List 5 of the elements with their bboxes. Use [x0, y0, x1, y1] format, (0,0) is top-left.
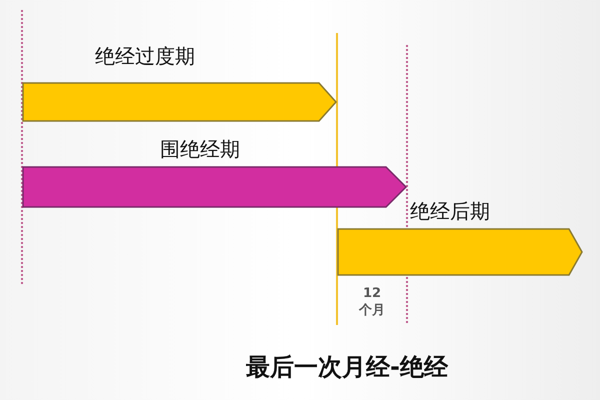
phase-label: 绝经后期	[410, 199, 490, 223]
phase-label: 围绝经期	[160, 137, 240, 161]
caption: 最后一次月经-绝经	[246, 352, 448, 382]
phase-label: 绝经过度期	[95, 44, 195, 68]
duration-label: 12 个月	[358, 285, 386, 319]
